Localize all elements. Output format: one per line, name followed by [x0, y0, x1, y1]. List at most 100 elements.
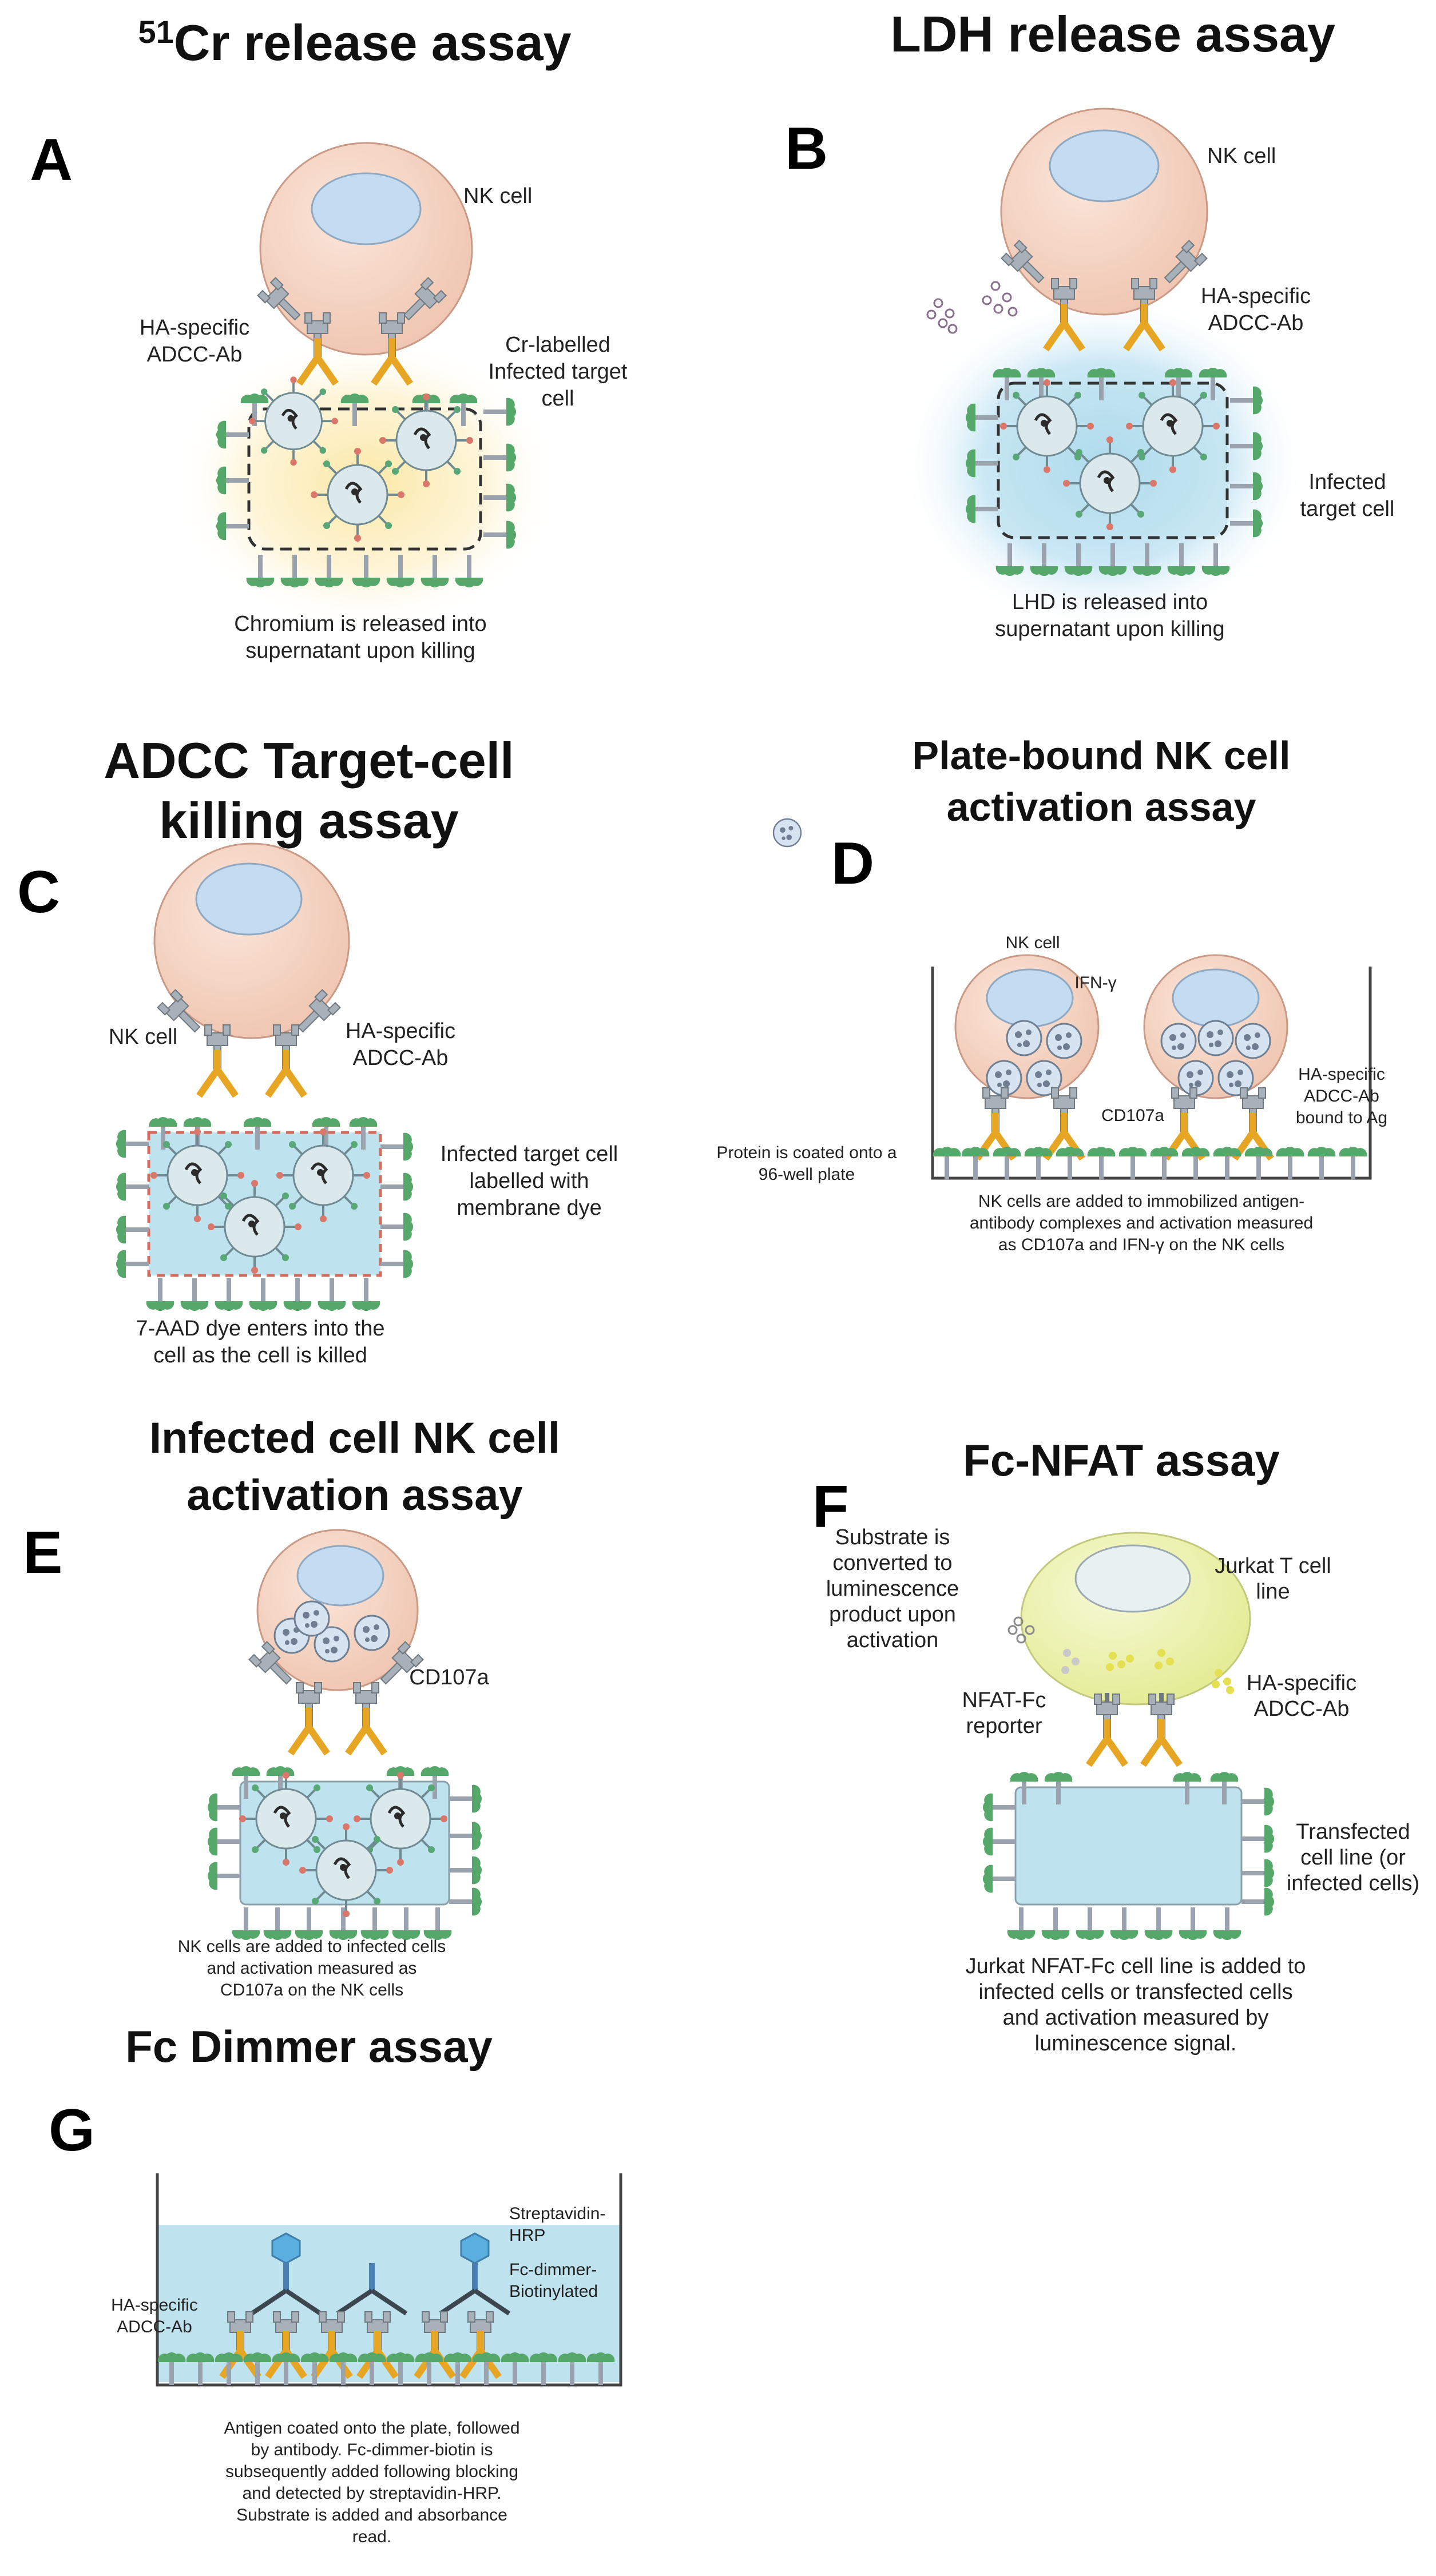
virus-particle	[150, 1128, 244, 1222]
target-label-line2: target cell	[1300, 497, 1395, 521]
panel-d-title-line1: Plate-bound NK cell	[912, 733, 1290, 778]
virus-particle	[299, 1823, 393, 1917]
granule	[1160, 1023, 1197, 1059]
caption-line6: read.	[352, 2527, 391, 2546]
adcc-antibody	[268, 1050, 304, 1096]
jurkat-nucleus	[1074, 1544, 1191, 1613]
reporter-line1: NFAT-Fc	[962, 1688, 1046, 1712]
panel-c-title-line2: killing assay	[159, 792, 458, 849]
caption-line4: and detected by streptavidin-HRP.	[242, 2484, 501, 2503]
substrate-line4: product upon	[829, 1603, 956, 1627]
caption-line1: Chromium is released into	[234, 612, 486, 636]
nk-nucleus	[1172, 968, 1260, 1028]
substrate-line1: Substrate is	[835, 1525, 950, 1549]
caption-line1: LHD is released into	[1012, 590, 1208, 614]
caption-line3: and activation measured by	[1003, 2006, 1269, 2030]
adcc-antibody	[1143, 1719, 1180, 1765]
target-label-line1: Infected	[1308, 470, 1386, 494]
dimer-label-line2: Biotinylated	[509, 2282, 598, 2301]
caption-line3: CD107a on the NK cells	[220, 1981, 403, 1999]
nk-nucleus	[1049, 129, 1160, 202]
caption-line1: Antigen coated onto the plate, followed	[224, 2419, 519, 2438]
panel-b-letter: B	[785, 116, 828, 182]
adcc-antibody	[1089, 1719, 1125, 1765]
granule	[354, 1615, 390, 1651]
target-label-line3: membrane dye	[457, 1196, 601, 1220]
dimer-label-line1: Fc-dimmer-	[509, 2260, 597, 2279]
granule	[1006, 1020, 1042, 1056]
dimer-complexes	[222, 2232, 511, 2377]
caption-line5: Substrate is added and absorbance	[236, 2506, 507, 2525]
plate-label-line1: Protein is coated onto a	[716, 1143, 897, 1162]
panel-a-title-superscript: 51	[138, 14, 173, 50]
strep-label-line1: Streptavidin-	[509, 2204, 605, 2223]
antibody-label-line3: bound to Ag	[1296, 1108, 1387, 1127]
caption-line2: infected cells or transfected cells	[978, 1980, 1292, 2004]
jurkat-label-line1: Jurkat T cell	[1215, 1554, 1331, 1578]
antibody-label-line2: ADCC-Ab	[1304, 1087, 1379, 1106]
plate-antigen-row	[933, 1146, 1367, 1179]
antibody-label-line1: HA-specific	[1298, 1065, 1385, 1084]
caption-line1: NK cells are added to immobilized antige…	[978, 1192, 1304, 1211]
granule	[1235, 1023, 1271, 1059]
target-label-line3: cell	[541, 387, 574, 411]
adcc-antibody	[199, 1050, 236, 1096]
caption-line2: and activation measured as	[207, 1959, 417, 1978]
cd107a-label: CD107a	[1101, 1106, 1164, 1125]
target-label-line2: Infected target	[489, 360, 628, 384]
panel-b-title: LDH release assay	[890, 6, 1335, 62]
target-label-line1: Transfected	[1296, 1820, 1410, 1844]
panel-c-title-line1: ADCC Target-cell	[104, 732, 514, 789]
granule	[293, 1600, 330, 1637]
antibody-label-line2: ADCC-Ab	[1254, 1697, 1350, 1721]
target-label-line3: infected cells)	[1287, 1871, 1419, 1895]
target-label-line2: cell line (or	[1300, 1846, 1406, 1870]
panel-f-title: Fc-NFAT assay	[963, 1435, 1279, 1485]
panel-g: Fc Dimmer assay G	[49, 2021, 622, 2546]
panel-c-letter: C	[17, 859, 60, 925]
virus-particle	[311, 448, 404, 542]
antibody-label-line2: ADCC-Ab	[147, 343, 243, 367]
caption-line2: by antibody. Fc-dimmer-biotin is	[251, 2440, 493, 2459]
antibody-label-line1: HA-specific	[346, 1019, 455, 1043]
target-label-line1: Infected target cell	[441, 1142, 618, 1166]
caption-line2: cell as the cell is killed	[153, 1343, 367, 1367]
panel-a-letter: A	[30, 127, 73, 193]
caption-line3: subsequently added following blocking	[225, 2462, 518, 2481]
virus-particle	[379, 393, 473, 487]
panel-a-title: 51Cr release assay	[138, 14, 571, 71]
virus-particle	[239, 1772, 333, 1866]
panel-g-letter: G	[49, 2097, 95, 2164]
caption-line4: luminescence signal.	[1035, 2032, 1237, 2056]
virus-particle	[249, 376, 338, 466]
virus-particle	[1063, 436, 1157, 530]
panel-e-title-line2: activation assay	[187, 1471, 522, 1520]
panel-e: E Infected cell NK cell activation assay…	[23, 1414, 560, 1999]
ifn-gamma-label: IFN-γ	[1074, 973, 1116, 992]
panel-g-title: Fc Dimmer assay	[125, 2021, 493, 2072]
nk-nucleus	[311, 172, 422, 245]
reporter-line2: reporter	[966, 1714, 1042, 1738]
nk-cell-label: NK cell	[1005, 933, 1060, 952]
panel-e-letter: E	[23, 1520, 62, 1586]
substrate-line2: converted to	[832, 1551, 952, 1575]
caption-line1: 7-AAD dye enters into the	[136, 1317, 384, 1341]
panel-e-title-line1: Infected cell NK cell	[149, 1414, 560, 1462]
substrate-particles	[1007, 1616, 1234, 1694]
panel-d-letter: D	[831, 830, 874, 897]
cd107a-label: CD107a	[409, 1665, 489, 1689]
target-cell-dashed	[247, 407, 482, 551]
virus-particle	[1126, 379, 1220, 473]
virus-particle	[276, 1128, 370, 1222]
caption-line2: antibody complexes and activation measur…	[970, 1214, 1313, 1233]
granule	[772, 818, 802, 848]
antibody-label-line1: HA-specific	[1247, 1671, 1356, 1695]
panel-d-title-line2: activation assay	[947, 785, 1256, 829]
caption-line1: Jurkat NFAT-Fc cell line is added to	[966, 1954, 1306, 1978]
nk-nucleus	[296, 1545, 384, 1607]
transfected-target-cell	[1014, 1786, 1243, 1906]
nk-nucleus	[986, 968, 1074, 1028]
substrate-line3: luminescence	[826, 1577, 959, 1601]
virus-particle	[208, 1180, 302, 1274]
nk-cell-label: NK cell	[109, 1025, 177, 1049]
